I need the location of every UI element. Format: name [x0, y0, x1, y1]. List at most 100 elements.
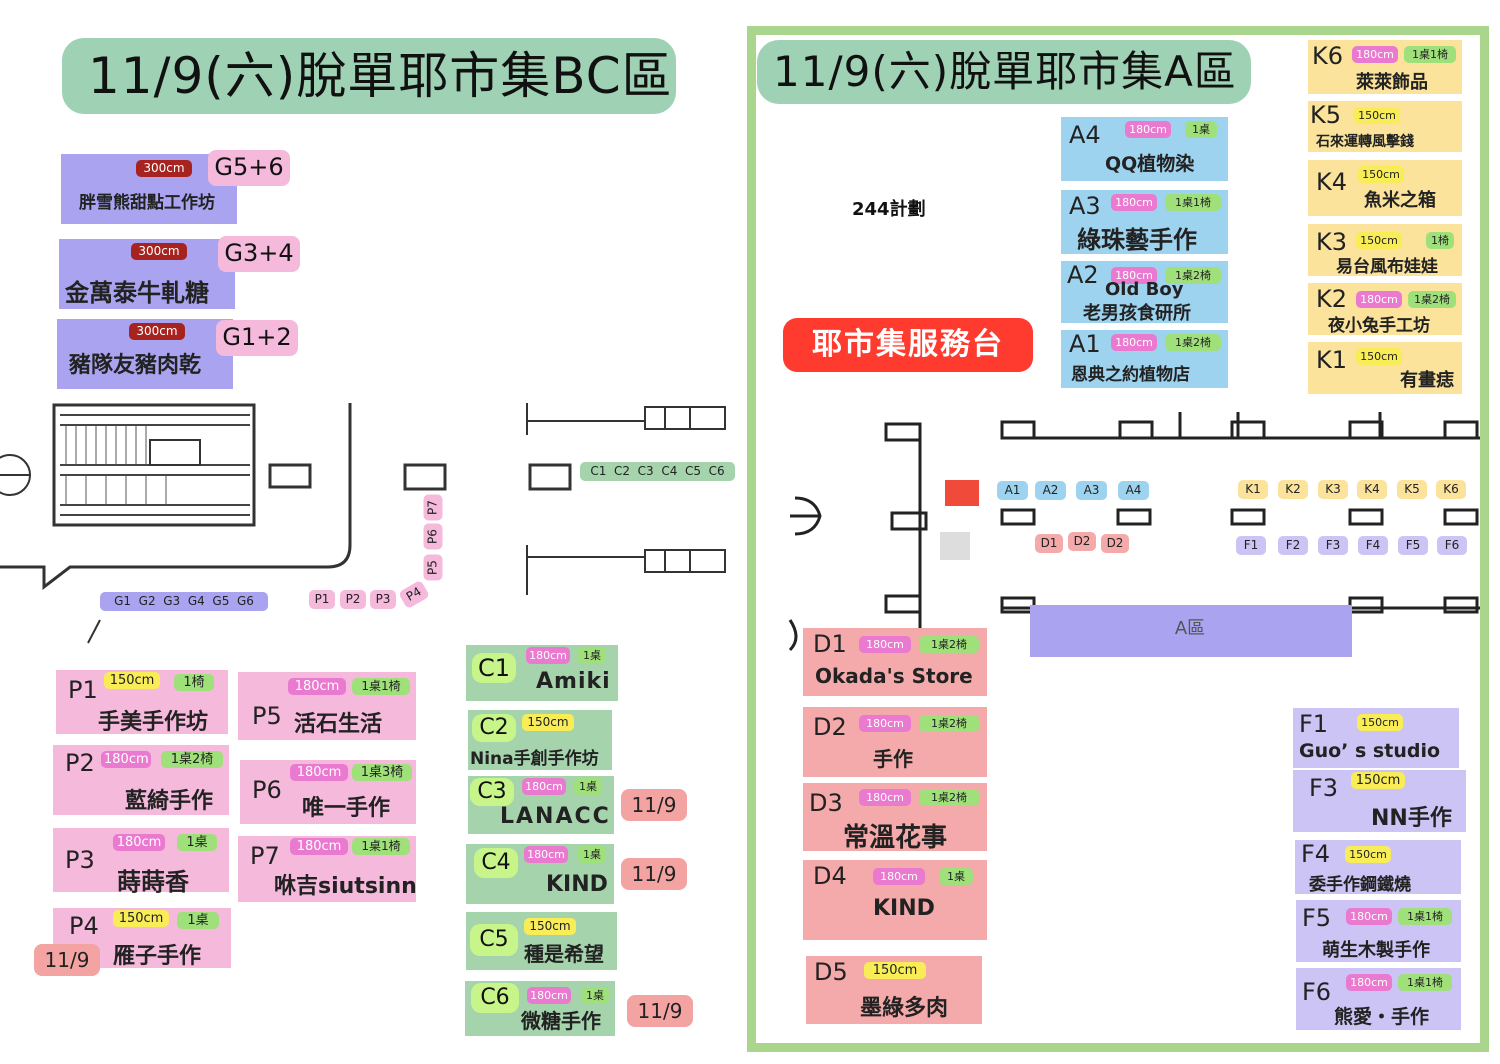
booth-code: P4 — [69, 912, 99, 940]
booth-c6[interactable]: C6 180cm 1桌 微糖手作 — [465, 981, 615, 1036]
equip-tag: 1桌1椅 — [352, 838, 410, 855]
booth-d4[interactable]: D4 180cm 1桌 KIND — [803, 860, 987, 940]
map-label-p2: P2 — [340, 590, 366, 609]
booth-p7[interactable]: P7 180cm 1桌1椅 咻吉siutsinn — [238, 836, 417, 902]
booth-c1[interactable]: C1 180cm 1桌 Amiki — [466, 645, 618, 701]
booth-d3[interactable]: D3 180cm 1桌2椅 常溫花事 — [803, 783, 987, 853]
booth-name: 石來運轉風擊錢 — [1316, 134, 1414, 150]
booth-name: KIND — [546, 872, 608, 897]
booth-f4[interactable]: F4 150cm 委手作鋼鐵燒 — [1295, 840, 1461, 895]
booth-g5-6[interactable]: 300cm 胖雪熊甜點工作坊 — [61, 154, 237, 224]
booth-code: P6 — [252, 776, 282, 804]
booth-code: F5 — [1302, 904, 1332, 932]
booth-f1[interactable]: F1 150cm Guo’ s studio — [1293, 708, 1459, 768]
booth-name: 胖雪熊甜點工作坊 — [79, 193, 215, 213]
booth-g3-4[interactable]: 300cm 金萬泰牛軋糖 — [59, 239, 235, 309]
booth-a2[interactable]: A2 180cm 1桌2椅 Old Boy 老男孩食研所 — [1061, 261, 1228, 324]
booth-c2[interactable]: C2 150cm Nina手創手作坊 — [468, 710, 612, 770]
booth-code: G3+4 — [218, 236, 300, 272]
booth-a4[interactable]: A4 180cm 1桌 QQ植物染 — [1061, 117, 1228, 181]
booth-a1[interactable]: A1 180cm 1桌2椅 恩典之約植物店 — [1061, 330, 1228, 388]
equip-tag: 1桌2椅 — [919, 789, 979, 806]
map-label-g6: G6 — [236, 594, 254, 608]
booth-f5[interactable]: F5 180cm 1桌1椅 萌生木製手作 — [1296, 900, 1461, 962]
size-tag: 180cm — [1111, 267, 1157, 284]
booth-code: D4 — [813, 862, 847, 890]
booth-p6[interactable]: P6 180cm 1桌3椅 唯一手作 — [240, 760, 416, 824]
map-label-a2: A2 — [1035, 481, 1066, 500]
booth-d2[interactable]: D2 180cm 1桌2椅 手作 — [803, 707, 987, 777]
booth-name: 夜小兔手工坊 — [1328, 316, 1430, 336]
booth-name: 易台風布娃娃 — [1336, 257, 1438, 277]
booth-code: K2 — [1316, 285, 1348, 313]
booth-d1[interactable]: D1 180cm 1桌2椅 Okada's Store — [803, 628, 987, 696]
booth-p2[interactable]: P2 180cm 1桌2椅 藍綺手作 — [53, 745, 229, 815]
size-tag: 150cm — [1356, 232, 1402, 249]
equip-tag: 1桌3椅 — [352, 764, 412, 781]
booth-k5[interactable]: K5 150cm 石來運轉風擊錢 — [1308, 101, 1462, 152]
booth-code: C6 — [471, 983, 519, 1013]
a-area-label: A區 — [1175, 618, 1205, 639]
equip-tag: 1桌 — [939, 868, 973, 885]
equip-tag: 1桌 — [177, 834, 217, 851]
booth-p5[interactable]: P5 180cm 1桌1椅 活石生活 — [238, 672, 416, 740]
map-label-g2: G2 — [138, 594, 156, 608]
booth-d5[interactable]: D5 150cm 墨綠多肉 — [806, 956, 982, 1024]
map-label-c3: C3 — [637, 464, 654, 478]
size-tag: 180cm — [1346, 974, 1392, 991]
booth-code: D3 — [809, 789, 843, 817]
map-label-f4: F4 — [1358, 536, 1388, 555]
map-label-k1: K1 — [1238, 480, 1268, 499]
date-tag-c3: 11/9 — [621, 789, 687, 821]
booth-code: K4 — [1316, 168, 1348, 196]
booth-g1-2[interactable]: 300cm 豬隊友豬肉乾 — [57, 319, 233, 389]
booth-k6[interactable]: K6 180cm 1桌1椅 萊萊飾品 — [1308, 40, 1462, 94]
size-tag: 180cm — [290, 838, 348, 855]
size-tag: 300cm — [136, 160, 192, 177]
size-tag: 180cm — [101, 751, 151, 768]
booth-p3[interactable]: P3 180cm 1桌 蒔蒔香 — [53, 828, 229, 896]
bc-title: 11/9(六)脫單耶市集BC區 — [62, 38, 676, 114]
map-label-d2b: D2 — [1101, 534, 1129, 553]
booth-f6[interactable]: F6 180cm 1桌1椅 熊愛・手作 — [1296, 968, 1461, 1030]
booth-k3[interactable]: K3 150cm 1椅 易台風布娃娃 — [1308, 224, 1462, 277]
booth-name: KIND — [873, 896, 935, 921]
booth-name: 種是希望 — [524, 942, 604, 966]
map-label-k6: K6 — [1436, 480, 1466, 499]
booth-k1[interactable]: K1 150cm 有畫痣 — [1308, 342, 1462, 394]
size-tag: 180cm — [1125, 121, 1171, 138]
booth-k2[interactable]: K2 180cm 1桌2椅 夜小兔手工坊 — [1308, 283, 1462, 336]
size-tag: 150cm — [104, 672, 160, 689]
booth-code: D1 — [813, 630, 847, 658]
booth-f3[interactable]: F3 150cm NN手作 — [1293, 770, 1466, 832]
booth-c5[interactable]: C5 150cm 種是希望 — [466, 912, 617, 970]
map-label-k2: K2 — [1278, 480, 1308, 499]
size-tag: 180cm — [290, 764, 348, 781]
booth-name: Guo’ s studio — [1299, 740, 1441, 762]
map-label-a3: A3 — [1076, 481, 1107, 500]
booth-k4[interactable]: K4 150cm 魚米之箱 — [1308, 160, 1462, 216]
booth-code: P2 — [65, 749, 95, 777]
booth-code: P1 — [68, 676, 98, 704]
map-label-p7: P7 — [423, 494, 443, 521]
map-label-g1: G1 — [114, 594, 132, 608]
equip-tag: 1桌2椅 — [161, 751, 223, 768]
booth-name: 有畫痣 — [1400, 370, 1454, 391]
booth-c3[interactable]: C3 180cm 1桌 LANACC — [468, 776, 614, 834]
booth-a3[interactable]: A3 180cm 1桌1椅 綠珠藝手作 — [1061, 190, 1228, 254]
map-label-a4: A4 — [1118, 481, 1149, 500]
map-label-f1: F1 — [1236, 536, 1266, 555]
booth-name: 藍綺手作 — [125, 789, 214, 814]
map-label-k3: K3 — [1318, 480, 1348, 499]
equip-tag: 1桌2椅 — [1408, 291, 1456, 308]
booth-code: C5 — [470, 924, 518, 956]
booth-c4[interactable]: C4 180cm 1桌 KIND — [466, 844, 614, 904]
booth-code: G5+6 — [208, 150, 290, 186]
service-desk[interactable]: 耶市集服務台 — [783, 318, 1033, 372]
equip-tag: 1桌2椅 — [1165, 334, 1221, 351]
booth-p1[interactable]: P1 150cm 1椅 手美手作坊 — [56, 670, 228, 735]
map-label-f2: F2 — [1278, 536, 1308, 555]
booth-code: A2 — [1067, 261, 1099, 289]
c-strip: C1 C2 C3 C4 C5 C6 — [580, 462, 735, 481]
a-zone-frame — [747, 26, 1489, 1052]
